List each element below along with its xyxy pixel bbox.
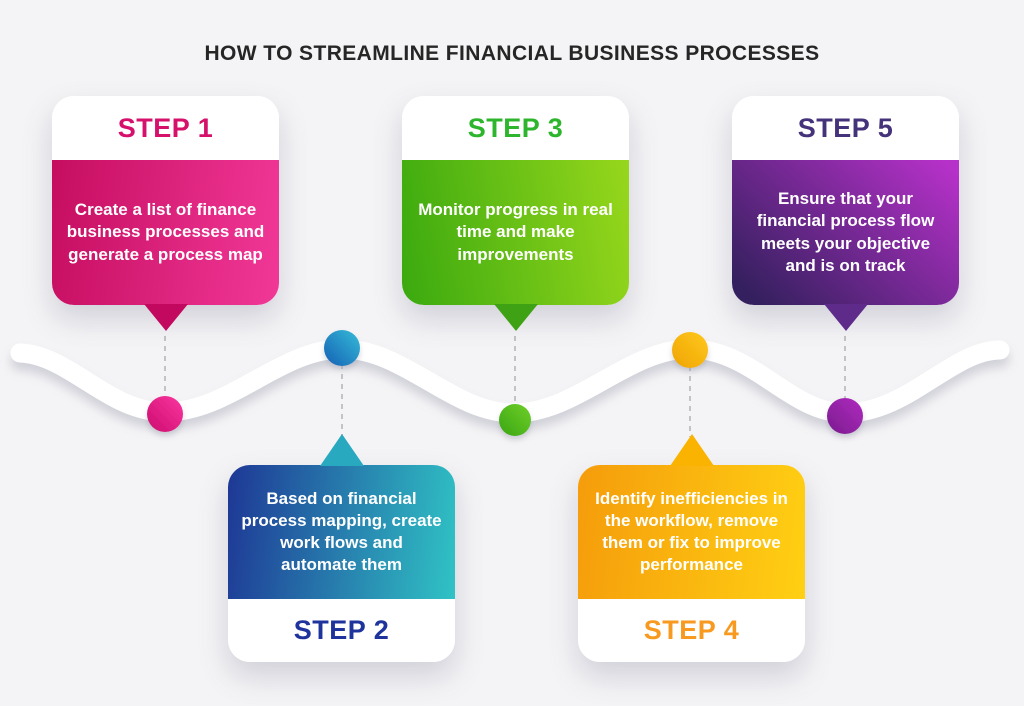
step1-description: Create a list of finance business proces…	[52, 160, 279, 305]
step1-card: STEP 1 Create a list of finance business…	[52, 96, 279, 331]
step4-card-inner: Identify inefficiencies in the workflow,…	[578, 465, 805, 662]
step2-pointer-icon	[319, 434, 364, 466]
step5-card: STEP 5 Ensure that your financial proces…	[732, 96, 959, 331]
page-title: HOW TO STREAMLINE FINANCIAL BUSINESS PRO…	[204, 42, 820, 65]
step4-description: Identify inefficiencies in the workflow,…	[578, 465, 805, 599]
step5-description: Ensure that your financial process flow …	[732, 160, 959, 305]
step5-dot	[827, 398, 863, 434]
step2-label: STEP 2	[293, 615, 390, 645]
step3-description: Monitor progress in real time and make i…	[402, 160, 629, 305]
step3-card: STEP 3 Monitor progress in real time and…	[402, 96, 629, 331]
step5-header: STEP 5	[732, 96, 959, 160]
step2-card-inner: Based on financial process mapping, crea…	[228, 465, 455, 662]
step2-footer: STEP 2	[228, 599, 455, 662]
step1-card-inner: STEP 1 Create a list of finance business…	[52, 96, 279, 305]
step1-pointer-icon	[143, 304, 188, 331]
step2-description: Based on financial process mapping, crea…	[228, 465, 455, 599]
step3-pointer-icon	[493, 304, 538, 331]
step1-label: STEP 1	[117, 112, 214, 143]
step4-pointer-icon	[669, 434, 714, 466]
step1-dot	[147, 396, 183, 432]
step3-label: STEP 3	[467, 112, 564, 143]
step5-pointer-icon	[823, 304, 868, 331]
step1-header: STEP 1	[52, 96, 279, 160]
step4-dot	[672, 332, 708, 368]
step4-label: STEP 4	[643, 615, 740, 645]
step2-card: Based on financial process mapping, crea…	[228, 434, 455, 662]
step3-card-inner: STEP 3 Monitor progress in real time and…	[402, 96, 629, 305]
step5-label: STEP 5	[797, 112, 894, 143]
step3-dot	[499, 404, 531, 436]
step2-dot	[324, 330, 360, 366]
step3-header: STEP 3	[402, 96, 629, 160]
step5-card-inner: STEP 5 Ensure that your financial proces…	[732, 96, 959, 305]
step4-footer: STEP 4	[578, 599, 805, 662]
step4-card: Identify inefficiencies in the workflow,…	[578, 434, 805, 662]
